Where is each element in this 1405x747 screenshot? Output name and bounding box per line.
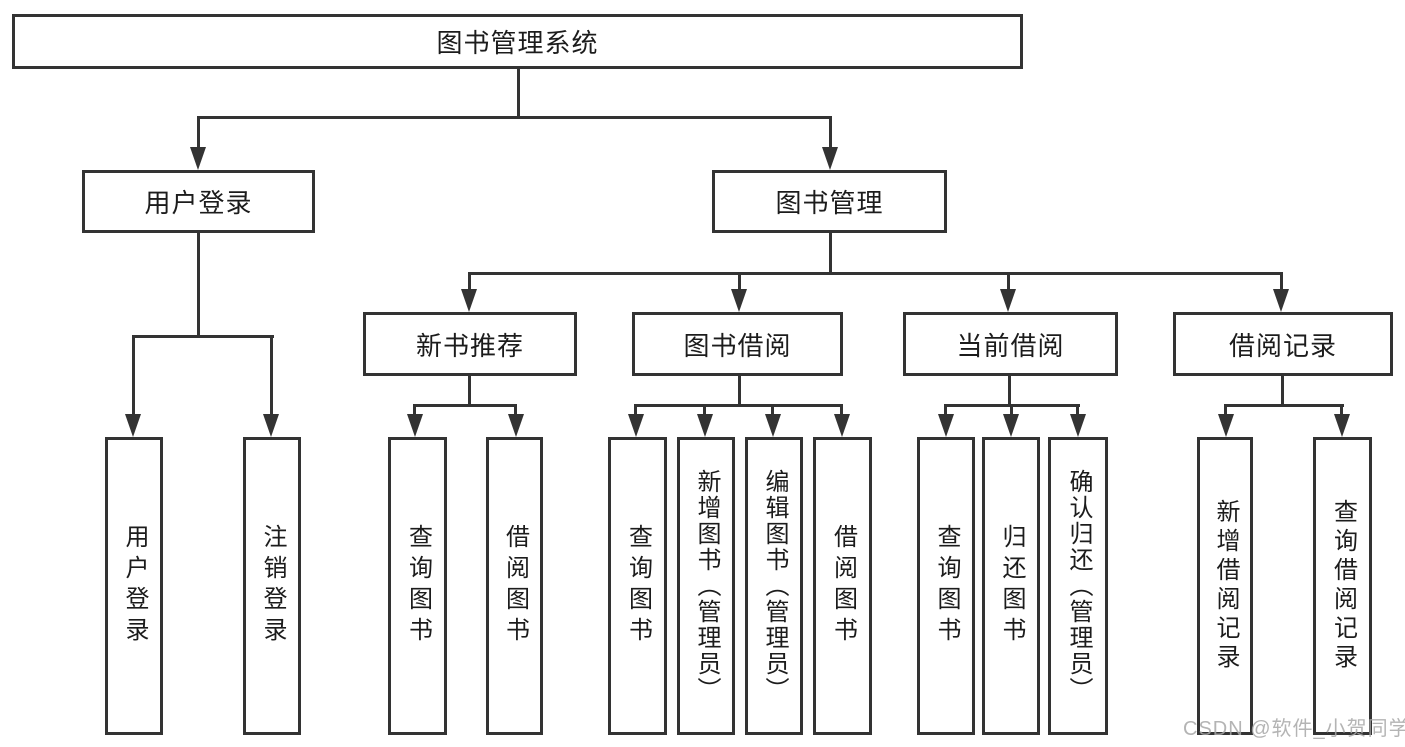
connector-level2-rail (197, 116, 832, 119)
leaf-confirm-return-admin: 确认归还（管理员） (1048, 437, 1108, 735)
connector-stub (1007, 272, 1010, 290)
node-library-system: 图书管理系统 (12, 14, 1023, 69)
leaf-query-books-2-label: 查询图书 (624, 524, 652, 648)
node-library-system-label: 图书管理系统 (436, 28, 599, 58)
connector-level3-rail (468, 272, 1282, 275)
leaf-add-borrow-record: 新增借阅记录 (1197, 437, 1253, 735)
node-current-borrow: 当前借阅 (903, 312, 1118, 376)
leaf-return-book-label: 归还图书 (998, 524, 1025, 648)
arrow-down-icon (765, 414, 781, 437)
node-user-login: 用户登录 (82, 170, 315, 233)
connector-stub (1340, 404, 1343, 416)
connector-stub (829, 116, 832, 150)
connector-userlogin-stem (197, 232, 200, 337)
node-new-book-recommend-label: 新书推荐 (415, 330, 524, 361)
leaf-logout-label: 注销登录 (259, 524, 286, 648)
leaf-borrow-books-2: 借阅图书 (813, 437, 872, 735)
leaf-query-books-2: 查询图书 (608, 437, 667, 735)
node-borrow-records: 借阅记录 (1173, 312, 1393, 376)
leaf-edit-book-admin-label: 编辑图书（管理员） (761, 469, 788, 703)
leaf-logout: 注销登录 (243, 437, 301, 735)
arrow-down-icon (190, 147, 206, 170)
node-current-borrow-label: 当前借阅 (956, 330, 1065, 361)
leaf-query-borrow-record: 查询借阅记录 (1313, 437, 1372, 735)
leaf-return-book: 归还图书 (982, 437, 1040, 735)
leaf-query-books-1-label: 查询图书 (404, 524, 432, 648)
arrow-down-icon (263, 414, 279, 437)
leaf-query-books-3-label: 查询图书 (933, 524, 960, 648)
connector-bookborrow-rail (634, 404, 842, 407)
arrow-down-icon (834, 414, 850, 437)
connector-newbook-stem (468, 376, 471, 406)
connector-stub (197, 116, 200, 150)
arrow-down-icon (1334, 414, 1350, 437)
connector-stub (1010, 404, 1013, 416)
leaf-user-login: 用户登录 (105, 437, 163, 735)
arrow-down-icon (508, 414, 524, 437)
connector-stub (413, 404, 416, 416)
leaf-query-borrow-record-label: 查询借阅记录 (1329, 499, 1357, 673)
arrow-down-icon (822, 147, 838, 170)
connector-root-stem (517, 69, 520, 118)
connector-records-stem (1281, 376, 1284, 406)
connector-stub (840, 404, 843, 416)
connector-userlogin-rail (132, 335, 274, 338)
arrow-down-icon (731, 289, 747, 312)
connector-stub (1224, 404, 1227, 416)
leaf-add-book-admin: 新增图书（管理员） (677, 437, 735, 735)
arrow-down-icon (1070, 414, 1086, 437)
connector-stub (771, 404, 774, 416)
connector-stub (270, 335, 273, 415)
arrow-down-icon (1003, 414, 1019, 437)
connector-bookborrow-stem (738, 376, 741, 406)
leaf-borrow-books-1: 借阅图书 (486, 437, 543, 735)
connector-stub (1076, 404, 1079, 416)
arrow-down-icon (628, 414, 644, 437)
arrow-down-icon (461, 289, 477, 312)
connector-stub (634, 404, 637, 416)
connector-stub (703, 404, 706, 416)
connector-stub (738, 272, 741, 290)
connector-stub (514, 404, 517, 416)
arrow-down-icon (938, 414, 954, 437)
node-book-borrow: 图书借阅 (632, 312, 843, 376)
leaf-add-book-admin-label: 新增图书（管理员） (693, 469, 720, 703)
connector-currentborrow-stem (1008, 376, 1011, 406)
leaf-borrow-books-2-label: 借阅图书 (829, 524, 857, 648)
leaf-borrow-books-1-label: 借阅图书 (501, 524, 529, 648)
arrow-down-icon (697, 414, 713, 437)
arrow-down-icon (1273, 289, 1289, 312)
leaf-query-books-1: 查询图书 (388, 437, 447, 735)
arrow-down-icon (125, 414, 141, 437)
node-new-book-recommend: 新书推荐 (363, 312, 577, 376)
watermark: CSDN @软件_小贺同学 (1183, 718, 1405, 740)
node-book-borrow-label: 图书借阅 (683, 330, 792, 361)
connector-records-rail (1224, 404, 1344, 407)
node-user-login-label: 用户登录 (144, 188, 253, 218)
arrow-down-icon (1218, 414, 1234, 437)
connector-stub (132, 335, 135, 415)
arrow-down-icon (407, 414, 423, 437)
leaf-add-borrow-record-label: 新增借阅记录 (1212, 499, 1239, 673)
leaf-user-login-label: 用户登录 (121, 524, 148, 648)
node-borrow-records-label: 借阅记录 (1228, 330, 1337, 361)
leaf-confirm-return-admin-label: 确认归还（管理员） (1065, 469, 1092, 703)
connector-newbook-rail (413, 404, 517, 407)
connector-stub (944, 404, 947, 416)
connector-bookmgmt-stem (829, 233, 832, 275)
leaf-edit-book-admin: 编辑图书（管理员） (745, 437, 803, 735)
leaf-query-books-3: 查询图书 (917, 437, 975, 735)
node-book-management-label: 图书管理 (775, 188, 884, 218)
node-book-management: 图书管理 (712, 170, 947, 233)
arrow-down-icon (1000, 289, 1016, 312)
connector-stub (1280, 272, 1283, 290)
connector-stub (468, 272, 471, 290)
